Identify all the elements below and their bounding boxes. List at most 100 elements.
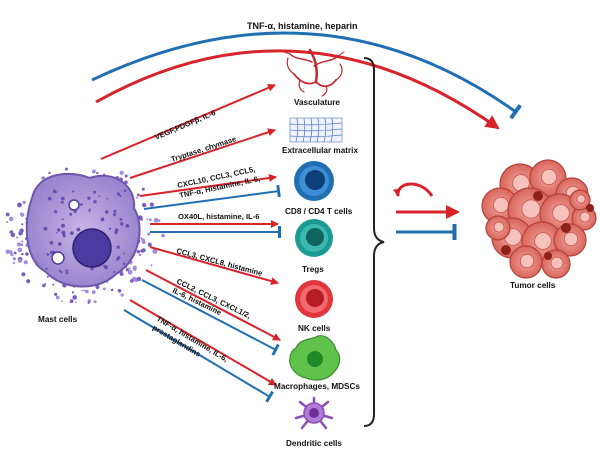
target-label: Tregs	[302, 265, 324, 274]
granule-dot	[138, 253, 142, 257]
granule-dot	[6, 221, 9, 223]
granule-dot	[119, 170, 124, 175]
granule-dot	[122, 252, 125, 255]
granule-dot	[49, 241, 54, 245]
granule-dot	[100, 217, 105, 222]
granule-dot	[69, 212, 73, 216]
granule-dot	[52, 283, 55, 286]
granule-dot	[65, 167, 69, 171]
granule-dot	[119, 194, 122, 198]
granule-dot	[95, 285, 100, 289]
granule-dot	[157, 219, 161, 222]
granule-dot	[69, 299, 74, 304]
granule-dot	[9, 230, 14, 234]
tumor-dark-cell	[544, 252, 552, 260]
granule-dot	[119, 272, 124, 276]
granule-dot	[104, 210, 109, 214]
grouping-bracket	[363, 57, 385, 427]
granule-dot	[141, 187, 145, 191]
granule-dot	[60, 271, 63, 274]
granule-dot	[148, 218, 152, 222]
granule-dot	[76, 227, 81, 232]
granule-dot	[142, 202, 147, 208]
granule-dot	[23, 260, 28, 265]
granule-dot	[149, 202, 154, 207]
granule-dot	[26, 279, 31, 284]
treg-cell-icon	[295, 219, 333, 257]
granule-dot	[81, 289, 84, 292]
granule-dot	[21, 272, 26, 277]
granule-dot	[73, 210, 77, 214]
mast-cell-body	[25, 172, 141, 288]
granule-dot	[61, 300, 63, 303]
tumor-cell-nucleus	[550, 256, 564, 270]
macrophage-icon	[289, 335, 341, 381]
nk-cell-icon	[295, 280, 333, 318]
granule-dot	[140, 237, 143, 240]
granule-dot	[123, 189, 127, 192]
granule-dot	[85, 289, 89, 294]
granule-dot	[21, 240, 23, 243]
granule-dot	[147, 232, 151, 236]
tumor-dark-cell	[561, 223, 571, 233]
tumor-cells-cluster	[481, 159, 597, 279]
granule-dot	[16, 242, 21, 247]
granule-dot	[109, 227, 112, 230]
arrow-activation	[129, 128, 276, 179]
granule-dot	[93, 190, 96, 194]
granule-dot	[112, 213, 117, 217]
mediator-label: VEGF,PDGFβ, IL-6	[153, 108, 217, 142]
granule-dot	[91, 169, 96, 174]
tumor-cell-nucleus	[493, 221, 505, 233]
granule-dot	[10, 232, 16, 238]
granule-dot	[117, 288, 122, 293]
target-label: Extracellular matrix	[282, 146, 358, 155]
granule-dot	[87, 196, 91, 200]
granule-dot	[25, 252, 29, 256]
granule-dot	[152, 248, 158, 254]
granule-dot	[12, 261, 16, 265]
tumor-interaction-arrows	[393, 182, 460, 240]
granule-dot	[74, 301, 77, 304]
granule-dot	[104, 265, 108, 270]
granule-dot	[98, 195, 101, 197]
granule-dot	[125, 224, 130, 228]
tumor-cell-nucleus	[563, 231, 579, 247]
granule-dot	[61, 223, 65, 228]
granule-dot	[136, 250, 140, 254]
granule-dot	[42, 283, 46, 288]
granule-dot	[49, 250, 54, 255]
matrix-mesh-icon	[289, 117, 343, 143]
arrow-activation	[100, 84, 276, 160]
granule-dot	[47, 196, 52, 201]
tumor-cell-nucleus	[519, 253, 535, 269]
granule-dot	[45, 267, 48, 270]
tumor-cell-nucleus	[534, 232, 552, 250]
granule-dot	[60, 200, 64, 204]
mast-cell: Mast cells	[5, 167, 166, 324]
granule-dot	[83, 289, 86, 292]
granule-dot	[110, 288, 114, 292]
granule-dot	[21, 223, 24, 226]
granule-dot	[116, 192, 120, 196]
granule-dot	[124, 174, 128, 178]
granule-dot	[5, 212, 10, 217]
granule-dot	[80, 203, 83, 206]
granule-dot	[22, 200, 26, 205]
mast-cell-granule-vesicle	[51, 251, 65, 265]
granule-dot	[70, 231, 74, 236]
granule-dot	[20, 243, 24, 247]
arrow-inhibition	[141, 279, 280, 356]
arrow-activation	[129, 299, 277, 386]
granule-dot	[12, 257, 16, 261]
granule-dot	[9, 216, 14, 222]
granule-dot	[119, 222, 124, 226]
feedback-loop-arrow	[393, 182, 434, 197]
granule-dot	[140, 249, 144, 253]
granule-dot	[61, 218, 64, 221]
top-arc-group: TNF-α, histamine, heparin	[91, 21, 522, 130]
t-cell-icon	[294, 161, 334, 201]
granule-dot	[71, 291, 74, 294]
granule-dot	[87, 301, 90, 304]
mediator-label: OX40L, histamine, IL-6	[178, 212, 259, 221]
